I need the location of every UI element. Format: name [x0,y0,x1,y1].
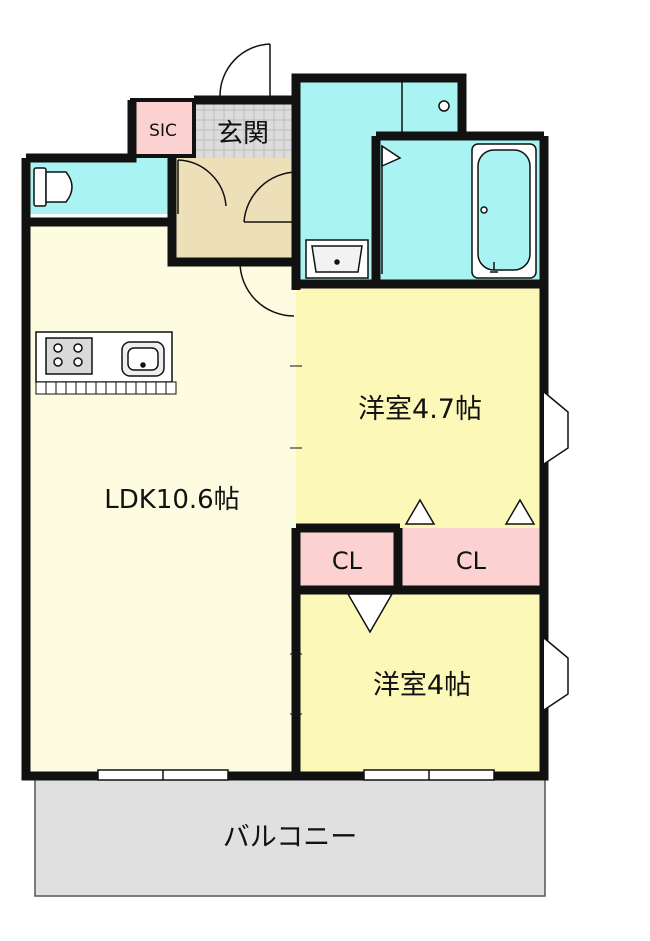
entrance-label: 玄関 [217,119,269,149]
bath-door [381,144,402,274]
closet-1-floor [296,528,396,590]
front-door-swing [219,43,271,98]
bay-window-1 [543,391,569,465]
balcony-area [34,775,546,897]
closet-1-label: CL [332,547,363,575]
entrance-door-swing [243,171,297,223]
walls [21,73,549,781]
genkan-tile [194,100,292,158]
bathtub [471,143,537,279]
washbasin [305,239,369,279]
western-room-door-marks [290,365,302,715]
western-room-2-floor [296,590,544,774]
western-room-2-label: 洋室4帖 [373,670,471,701]
window-western-2 [363,769,495,781]
kitchen-counter [35,331,173,383]
western-room-1-label: 洋室4.7帖 [358,394,482,425]
closet-2-floor [400,528,544,590]
toilet-fixture [33,167,73,207]
western-room-1-floor [296,284,544,528]
ldk-label: LDK10.6帖 [104,485,239,515]
window-ldk [97,769,229,781]
closet-2-label: CL [456,547,487,575]
entrance-floor [172,158,296,262]
bay-window-2 [543,637,569,711]
sic-label: SIC [149,121,177,141]
washing-machine-tap [401,78,450,136]
toilet-door-swing [177,159,227,214]
balcony-label: バルコニー [223,822,357,853]
counter-edge [35,381,177,395]
sic-wall [130,98,196,158]
sic-floor [132,100,194,156]
closet-door-markers [346,498,536,634]
ldk-door-swing [239,261,295,317]
